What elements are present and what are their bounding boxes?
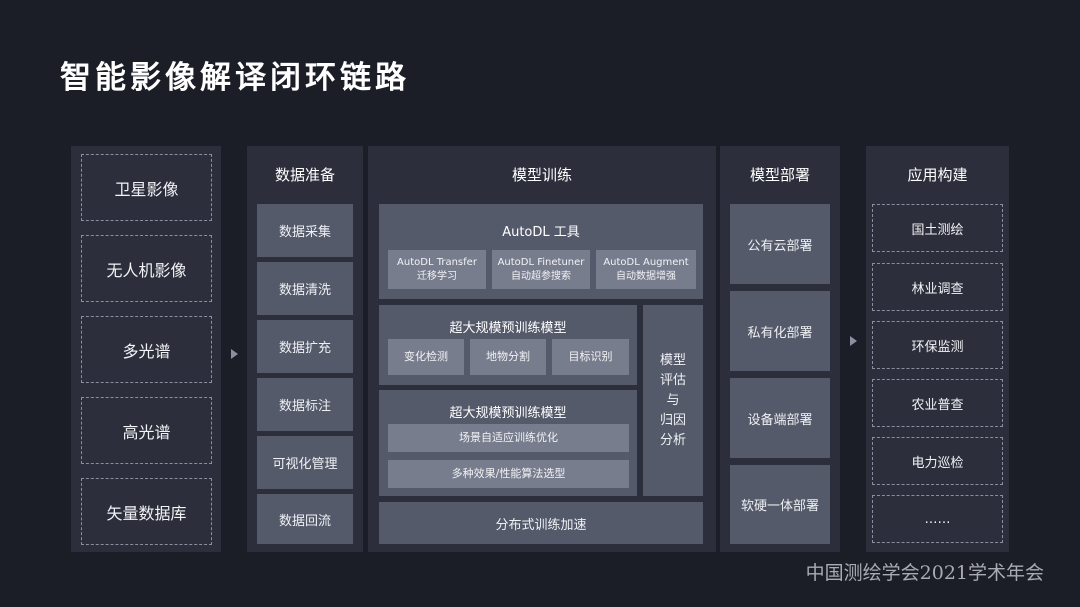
autodl-tool: AutoDL Augment 自动数据增强: [596, 250, 696, 289]
deploy-panel: 模型部署 公有云部署 私有化部署 设备端部署 软硬一体部署: [720, 146, 840, 552]
deploy-header: 模型部署: [749, 165, 810, 184]
autodl-tool-name: AutoDL Finetuner: [497, 256, 585, 268]
data-prep-item: 数据标注: [257, 378, 353, 431]
autodl-tool-name: AutoDL Augment: [603, 256, 689, 268]
pretrain-block-2: 超大规模预训练模型 场景自适应训练优化 多种效果/性能算法选型: [379, 390, 637, 496]
pretrain-strategy: 场景自适应训练优化: [388, 424, 629, 452]
eval-line: 分析: [659, 432, 686, 448]
pretrain-task: 目标识别: [552, 339, 629, 375]
autodl-tool-name: AutoDL Transfer: [397, 256, 477, 268]
apps-header: 应用构建: [907, 165, 968, 184]
autodl-block: AutoDL 工具 AutoDL Transfer 迁移学习 AutoDL Fi…: [379, 204, 703, 299]
data-prep-panel: 数据准备 数据采集 数据清洗 数据扩充 数据标注 可视化管理 数据回流: [247, 146, 363, 552]
data-prep-item: 数据清洗: [257, 262, 353, 315]
app-item: 环保监测: [872, 321, 1003, 369]
training-header: 模型训练: [511, 165, 572, 184]
autodl-tool: AutoDL Finetuner 自动超参搜索: [492, 250, 590, 289]
app-item: ……: [872, 495, 1003, 543]
eval-line: 评估: [659, 372, 686, 388]
pretrain-strategy: 多种效果/性能算法选型: [388, 460, 629, 488]
eval-line: 与: [666, 392, 680, 408]
autodl-tool-desc: 自动数据增强: [616, 270, 676, 282]
sources-panel: 卫星影像 无人机影像 多光谱 高光谱 矢量数据库: [71, 146, 221, 552]
autodl-tool-desc: 迁移学习: [417, 270, 457, 282]
app-item: 林业调查: [872, 263, 1003, 311]
deploy-item: 私有化部署: [730, 291, 830, 371]
source-item: 高光谱: [81, 397, 212, 464]
eval-line: 模型: [659, 352, 686, 368]
pretrain-title: 超大规模预训练模型: [449, 321, 567, 336]
apps-panel: 应用构建 国土测绘 林业调查 环保监测 农业普查 电力巡检 ……: [866, 146, 1009, 552]
pretrain-task: 地物分割: [470, 339, 546, 375]
app-item: 国土测绘: [872, 204, 1003, 252]
eval-line: 归因: [659, 412, 686, 428]
app-item: 电力巡检: [872, 437, 1003, 485]
source-item: 矢量数据库: [81, 478, 212, 545]
arrow-right-icon: [850, 336, 857, 346]
pretrain-title: 超大规模预训练模型: [449, 406, 567, 421]
data-prep-header: 数据准备: [274, 165, 335, 184]
eval-block: 模型 评估 与 归因 分析: [643, 305, 703, 496]
arrow-right-icon: [231, 349, 238, 359]
data-prep-item: 数据采集: [257, 204, 353, 257]
deploy-item: 设备端部署: [730, 378, 830, 458]
source-item: 多光谱: [81, 316, 212, 383]
pretrain-block-1: 超大规模预训练模型 变化检测 地物分割 目标识别: [379, 305, 637, 385]
deploy-item: 软硬一体部署: [730, 465, 830, 544]
app-item: 农业普查: [872, 379, 1003, 427]
autodl-tool-desc: 自动超参搜索: [511, 270, 571, 282]
data-prep-item: 数据扩充: [257, 320, 353, 373]
data-prep-item: 数据回流: [257, 494, 353, 544]
data-prep-item: 可视化管理: [257, 436, 353, 489]
autodl-title: AutoDL 工具: [502, 225, 580, 240]
deploy-item: 公有云部署: [730, 204, 830, 284]
source-item: 卫星影像: [81, 154, 212, 221]
pretrain-task: 变化检测: [388, 339, 464, 375]
page-title: 智能影像解译闭环链路: [60, 60, 410, 96]
distributed-block: 分布式训练加速: [379, 502, 703, 544]
watermark: 中国测绘学会2021学术年会: [805, 562, 1044, 584]
autodl-tool: AutoDL Transfer 迁移学习: [388, 250, 486, 289]
source-item: 无人机影像: [81, 235, 212, 302]
training-panel: 模型训练 AutoDL 工具 AutoDL Transfer 迁移学习 Auto…: [368, 146, 716, 552]
